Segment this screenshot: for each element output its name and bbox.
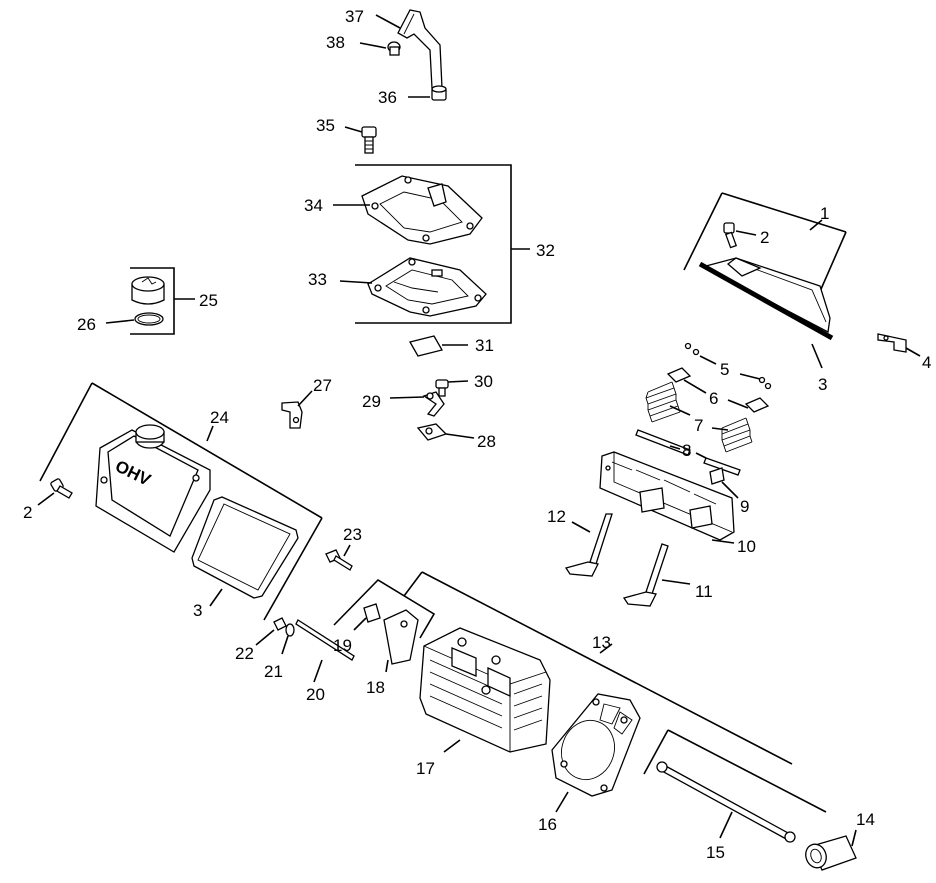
valve-cover: OHV (95, 424, 211, 553)
bracket (281, 401, 303, 429)
oil-fill-cap-o-ring (134, 312, 164, 326)
label-3-right: 3 (818, 375, 827, 394)
label-24: 24 (210, 408, 229, 427)
label-13: 13 (592, 633, 611, 652)
label-14: 14 (856, 810, 875, 829)
rocker-stud (295, 619, 355, 661)
label-28: 28 (477, 432, 496, 451)
label-2-right: 2 (760, 228, 769, 247)
label-21: 21 (264, 662, 283, 681)
label-27: 27 (313, 376, 332, 395)
label-12: 12 (547, 507, 566, 526)
label-35: 35 (316, 116, 335, 135)
label-16: 16 (538, 815, 557, 834)
rocker-cover (705, 257, 831, 334)
breather-tube-clamp (387, 41, 401, 56)
stud-washer (285, 623, 295, 637)
label-11: 11 (695, 582, 713, 601)
valve-cover-gasket (191, 496, 299, 599)
exhaust-valve (622, 543, 669, 607)
rocker-cover-screw (723, 222, 738, 249)
label-17: 17 (416, 759, 435, 778)
label-4: 4 (922, 353, 931, 372)
label-1: 1 (820, 204, 829, 223)
label-9: 9 (740, 497, 749, 516)
guide-plate-screw (325, 549, 353, 571)
label-32: 32 (536, 241, 555, 260)
rocker-pivot (363, 603, 381, 623)
valve-keeper (684, 342, 772, 390)
oil-fill-cap (131, 276, 165, 305)
label-2-left: 2 (23, 503, 32, 522)
valve-stem-seal (709, 467, 725, 485)
breather-screw (361, 126, 377, 154)
breather-gasket (367, 257, 487, 317)
breather-tube (397, 9, 443, 89)
label-18: 18 (366, 678, 385, 697)
spring-retainer (666, 367, 770, 413)
breather-fitting (431, 85, 447, 101)
rocker-shaft-support (383, 609, 419, 665)
breather-reed (422, 391, 445, 417)
valve-lifter (805, 835, 857, 871)
label-25: 25 (199, 291, 218, 310)
intake-valve (564, 513, 613, 577)
label-22: 22 (235, 644, 254, 663)
rocker-cover-gasket (698, 261, 834, 341)
label-26: 26 (77, 315, 96, 334)
reed-retainer (416, 423, 448, 441)
label-19: 19 (333, 636, 352, 655)
label-15: 15 (706, 843, 725, 862)
part-labels: 37 38 36 35 34 32 33 31 30 29 28 27 25 2… (23, 7, 931, 862)
breather-reed-screw (435, 379, 449, 397)
label-30: 30 (474, 372, 493, 391)
label-38: 38 (326, 33, 345, 52)
valve-spring (645, 381, 753, 453)
stud-nut (273, 617, 287, 631)
label-23: 23 (343, 525, 362, 544)
label-31: 31 (475, 336, 494, 355)
label-20: 20 (306, 685, 325, 704)
label-37: 37 (345, 7, 364, 26)
push-rod (656, 761, 796, 843)
valve-cover-screw (50, 478, 73, 499)
label-3-left: 3 (193, 601, 202, 620)
rocker-arm-assembly (599, 451, 735, 541)
label-33: 33 (308, 270, 327, 289)
label-34: 34 (304, 196, 323, 215)
label-36: 36 (378, 88, 397, 107)
label-7: 7 (694, 416, 703, 435)
rocker-bracket (877, 333, 907, 353)
label-5: 5 (720, 360, 729, 379)
label-8: 8 (682, 441, 691, 460)
breather-filter (409, 335, 443, 357)
label-10: 10 (737, 537, 756, 556)
label-29: 29 (362, 392, 381, 411)
label-6: 6 (709, 389, 718, 408)
breather-cover (361, 175, 483, 245)
cylinder-head (419, 627, 551, 753)
head-gasket (551, 693, 641, 797)
